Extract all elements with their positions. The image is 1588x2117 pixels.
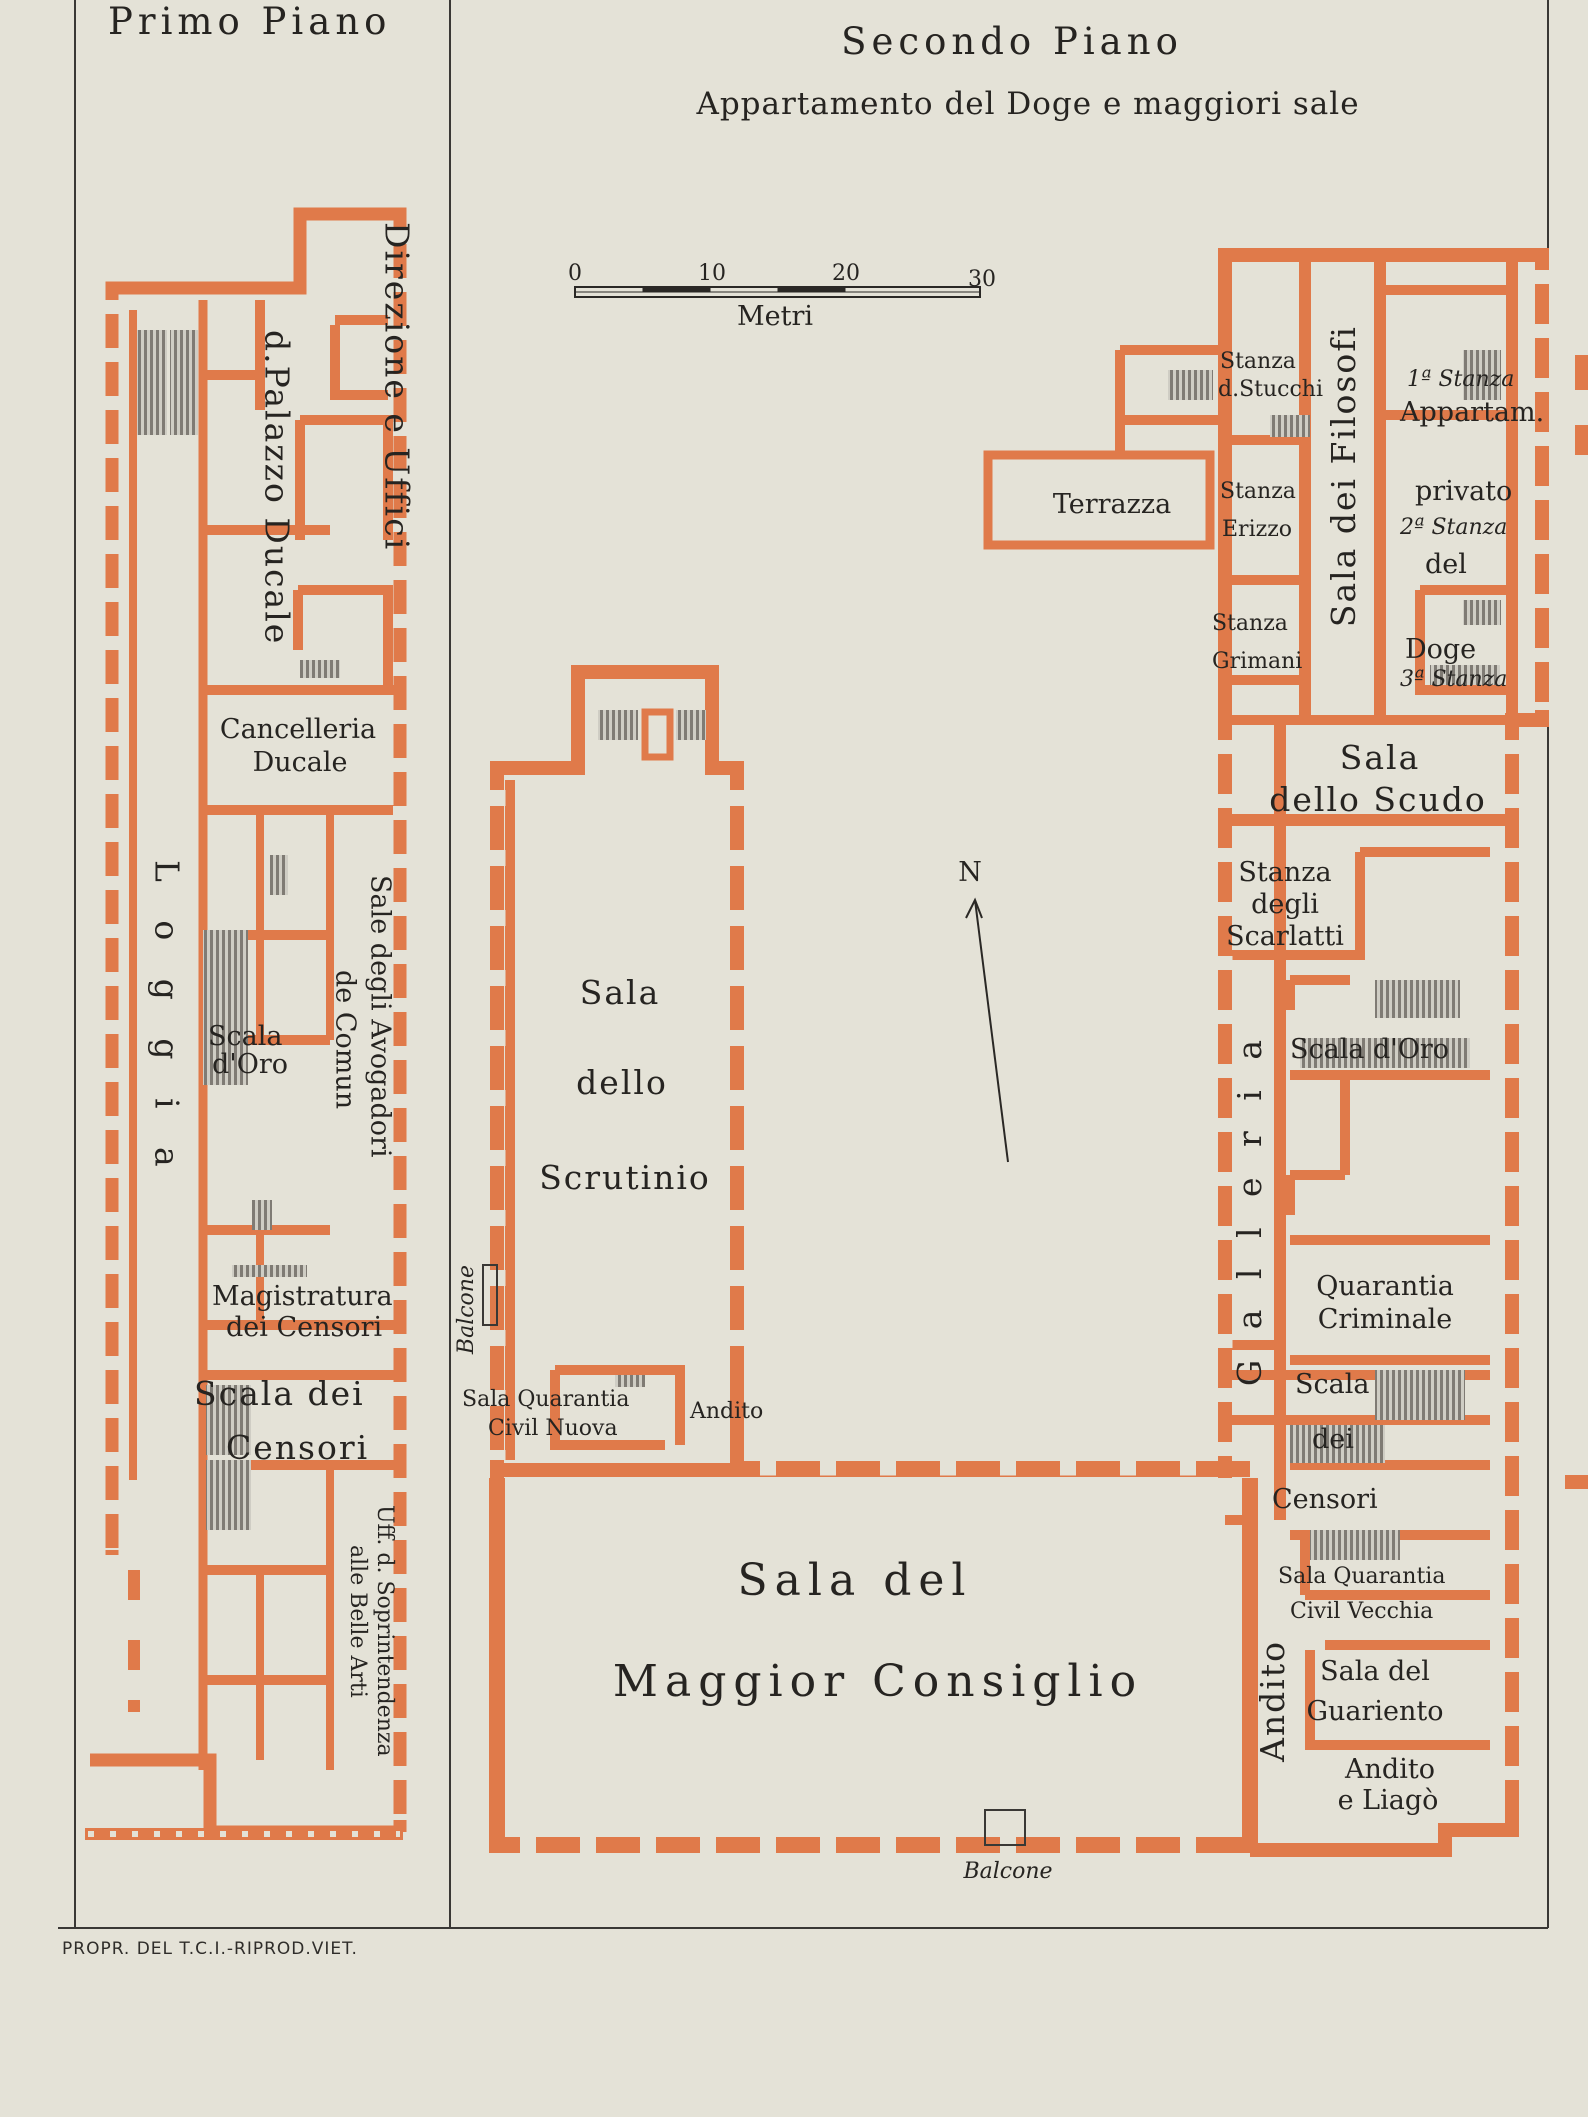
label-andito-vertical: Andito (1253, 1640, 1292, 1762)
label-loggia: L o g g i a (147, 860, 187, 1181)
label-doge: Doge (1405, 634, 1477, 665)
label-censori-left: Censori (226, 1428, 370, 1467)
next-sheet-fragments (1565, 355, 1588, 1489)
label-andito-liago-2: e Liagò (1337, 1785, 1439, 1816)
label-guariento-2: Guariento (1306, 1696, 1444, 1727)
label-scarlatti-1: Stanza (1238, 857, 1332, 888)
left-wing-stairs (137, 330, 340, 1530)
scale-tick-0: 0 (568, 261, 582, 286)
label-3a-stanza: 3ª Stanza (1400, 667, 1508, 692)
label-uff-soprintendenza: Uff. d. Soprintendenza (372, 1505, 398, 1757)
label-ducale: Ducale (252, 747, 348, 778)
label-sala-scudo-2: dello Scudo (1269, 780, 1487, 819)
label-terrazza: Terrazza (1052, 489, 1172, 520)
label-balcone-side: Balcone (454, 1265, 479, 1355)
label-galleria: G a l l e r i a (1230, 1030, 1269, 1387)
label-scala-censori-right-1: Scala (1295, 1369, 1370, 1400)
right-wing-windows (1217, 270, 1550, 1820)
footer-credit: PROPR. DEL T.C.I.-RIPROD.VIET. (62, 1939, 358, 1959)
label-quarantia-vecchia-2: Civil Vecchia (1290, 1599, 1434, 1624)
label-de-comun: de Comun (329, 970, 361, 1110)
scale-unit: Metri (736, 301, 814, 332)
label-sale-avogadori: Sale degli Avogadori (364, 875, 396, 1158)
right-wing-stairs (1168, 350, 1501, 1560)
label-sala-scrutinio-1: Sala (579, 973, 661, 1012)
scrutinio-stairs (598, 710, 706, 1387)
label-privato: privato (1415, 476, 1513, 507)
scale-bar (574, 286, 981, 298)
label-sala-scrutinio-2: dello (576, 1063, 668, 1102)
label-andito-small: Andito (690, 1399, 764, 1424)
label-quarantia-criminale-1: Quarantia (1316, 1271, 1454, 1302)
label-1a-stanza: 1ª Stanza (1407, 367, 1515, 392)
label-belle-arti: alle Belle Arti (345, 1545, 371, 1698)
label-scala-doro-right: Scala d'Oro (1290, 1034, 1450, 1065)
label-balcone-bottom: Balcone (963, 1859, 1053, 1884)
label-scala-doro-left-2: d'Oro (212, 1049, 289, 1080)
scale-tick-10: 10 (698, 261, 726, 286)
label-sala-scrutinio-3: Scrutinio (539, 1158, 711, 1197)
label-appartam: Appartam. (1400, 397, 1545, 428)
label-palazzo-ducale: d.Palazzo Ducale (257, 330, 297, 646)
header-subtitle: Appartamento del Doge e maggiori sale (696, 86, 1360, 122)
label-scarlatti-3: Scarlatti (1226, 921, 1344, 952)
scale-tick-20: 20 (832, 261, 860, 286)
header-secondo-piano: Secondo Piano (841, 20, 1183, 63)
label-magistratura: Magistratura (212, 1281, 393, 1312)
label-2a-stanza: 2ª Stanza (1400, 515, 1508, 540)
label-stanza-grimani-2: Grimani (1212, 649, 1303, 674)
label-dei-censori: dei Censori (226, 1312, 383, 1343)
scale-tick-30: 30 (968, 267, 996, 292)
label-stanza-erizzo-2: Erizzo (1222, 517, 1293, 542)
label-direzione: Direzione e Uffici (377, 222, 417, 552)
label-andito-liago-1: Andito (1345, 1754, 1435, 1785)
left-wing-windows (105, 230, 407, 1820)
label-quarantia-criminale-2: Criminale (1317, 1304, 1453, 1335)
label-stanza-grimani-1: Stanza (1212, 611, 1288, 636)
balconies (482, 1264, 1026, 1846)
label-del: del (1425, 549, 1467, 580)
label-stanza-erizzo-1: Stanza (1220, 479, 1296, 504)
label-scala-censori-right-2: dei (1312, 1424, 1354, 1455)
label-guariento-1: Sala del (1320, 1656, 1430, 1687)
label-quarantia-nuova-1: Sala Quarantia (462, 1387, 630, 1412)
label-quarantia-nuova-2: Civil Nuova (488, 1416, 618, 1441)
main-block-windows (488, 790, 1240, 1854)
label-scarlatti-2: degli (1251, 889, 1319, 920)
label-scala-dei: Scala dei (194, 1374, 365, 1413)
label-stanza-stucchi-1: Stanza (1220, 349, 1296, 374)
label-sala-filosofi: Sala dei Filosofi (1324, 325, 1363, 628)
label-maggior-consiglio-2: Maggior Consiglio (612, 1656, 1144, 1707)
label-maggior-consiglio-1: Sala del (737, 1555, 973, 1606)
label-quarantia-vecchia-1: Sala Quarantia (1278, 1564, 1446, 1589)
label-cancelleria: Cancelleria (219, 714, 377, 745)
north-label: N (958, 857, 982, 888)
right-wing-walls (983, 248, 1549, 1857)
header-primo-piano: Primo Piano (108, 0, 392, 43)
label-scala-censori-right-3: Censori (1272, 1484, 1378, 1515)
loggia-piers (128, 1570, 140, 1712)
north-arrow (965, 897, 1009, 1163)
label-stanza-stucchi-2: d.Stucchi (1218, 377, 1324, 402)
label-sala-scudo-1: Sala (1339, 738, 1421, 777)
label-scala-doro-left-1: Scala (208, 1021, 283, 1052)
